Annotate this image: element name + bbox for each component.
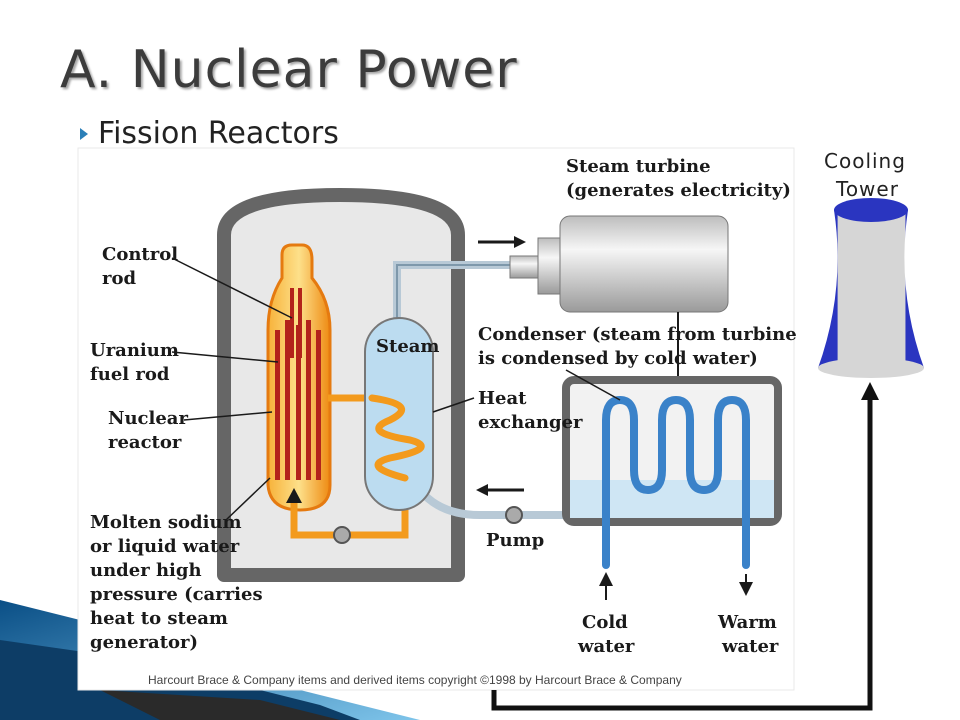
fuel-rod: [275, 330, 280, 480]
svg-text:Tower: Tower: [835, 177, 899, 201]
svg-text:fuel rod: fuel rod: [90, 364, 170, 385]
triangle-bullet-icon: [80, 127, 88, 140]
reactor-pump-icon: [333, 526, 351, 544]
label-steam: Steam: [376, 336, 439, 357]
label-cooling-tower: Cooling: [824, 149, 906, 173]
bullet-item: Fission Reactors: [80, 116, 339, 151]
svg-text:(generates electricity): (generates electricity): [566, 180, 791, 201]
condenser-coil: [602, 395, 750, 569]
svg-text:rod: rod: [102, 268, 136, 289]
pump-icon: [505, 506, 523, 524]
svg-text:heat to steam: heat to steam: [90, 608, 228, 629]
label-control-rod: Control: [102, 244, 178, 265]
label-cold-water: Cold: [582, 612, 628, 633]
svg-text:under high: under high: [90, 560, 202, 581]
bullet-text: Fission Reactors: [98, 116, 339, 151]
heat-exchanger-coil: [368, 394, 425, 482]
steam-turbine: [509, 215, 729, 313]
svg-text:generator): generator): [90, 632, 198, 653]
svg-text:pressure (carries: pressure (carries: [90, 584, 263, 605]
svg-text:or liquid water: or liquid water: [90, 536, 240, 557]
label-warm-water: Warm: [717, 612, 777, 633]
label-uranium-fuel-rod: Uranium: [90, 340, 179, 361]
label-leaders: [171, 257, 621, 521]
svg-text:reactor: reactor: [108, 432, 182, 453]
label-heat-exchanger: Heat: [478, 388, 527, 409]
copyright-text: Harcourt Brace & Company items and deriv…: [148, 673, 682, 687]
label-nuclear-reactor: Nuclear: [108, 408, 188, 429]
slide-title: A. Nuclear Power: [60, 40, 518, 100]
label-condenser: Condenser (steam from turbine: [478, 324, 797, 345]
cooling-tower: [818, 198, 924, 378]
label-pump: Pump: [486, 530, 544, 551]
svg-text:exchanger: exchanger: [478, 412, 583, 433]
label-molten-sodium: Molten sodium: [90, 512, 242, 533]
control-rod: [290, 288, 294, 358]
svg-text:is condensed by cold water): is condensed by cold water): [478, 348, 758, 369]
svg-text:water: water: [577, 636, 635, 657]
svg-text:water: water: [721, 636, 779, 657]
label-steam-turbine: Steam turbine: [566, 156, 711, 177]
cooling-return-line: [491, 398, 873, 711]
